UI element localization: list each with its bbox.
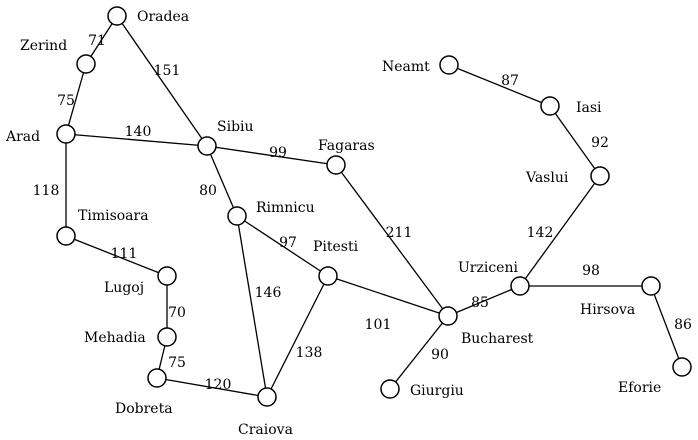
city-node-arad <box>56 124 76 144</box>
city-label-timisoara: Timisoara <box>78 208 149 224</box>
road-bucharest-giurgiu <box>389 315 449 390</box>
distance-label-fagaras-bucharest: 211 <box>386 225 413 241</box>
city-label-arad: Arad <box>5 129 40 145</box>
city-label-zerind: Zerind <box>20 38 67 54</box>
city-node-bucharest <box>438 306 458 326</box>
city-label-rimnicu: Rimnicu <box>256 200 315 216</box>
city-label-oradea: Oradea <box>137 9 189 25</box>
distance-label-bucharest-giurgiu: 90 <box>431 347 449 363</box>
distance-label-oradea-zerind: 71 <box>88 33 106 49</box>
city-node-urziceni <box>510 276 530 296</box>
distance-label-zerind-arad: 75 <box>57 93 75 109</box>
city-label-bucharest: Bucharest <box>461 331 534 347</box>
city-node-lugoj <box>157 266 177 286</box>
city-label-sibiu: Sibiu <box>217 119 254 135</box>
city-node-iasi <box>540 96 560 116</box>
city-node-rimnicu <box>227 206 247 226</box>
distance-label-hirsova-eforie: 86 <box>674 317 692 333</box>
city-label-pitesti: Pitesti <box>313 239 359 255</box>
city-node-eforie <box>672 357 692 377</box>
distance-label-urziceni-hirsova: 98 <box>582 263 600 279</box>
distance-label-pitesti-bucharest: 101 <box>365 317 392 333</box>
road-timisoara-lugoj <box>65 235 168 277</box>
road-rimnicu-craiova <box>236 215 268 398</box>
city-node-sibiu <box>197 136 217 156</box>
city-label-mehadia: Mehadia <box>84 330 146 346</box>
road-pitesti-bucharest <box>327 275 449 317</box>
road-sibiu-rimnicu <box>206 145 238 217</box>
road-dobreta-craiova <box>156 377 268 398</box>
city-node-fagaras <box>326 155 346 175</box>
distance-label-timisoara-lugoj: 111 <box>111 246 138 262</box>
city-node-vaslui <box>590 166 610 186</box>
road-bucharest-urziceni <box>447 285 521 317</box>
city-label-craiova: Craiova <box>238 422 293 438</box>
distance-label-urziceni-vaslui: 142 <box>527 225 554 241</box>
distance-label-sibiu-rimnicu: 80 <box>199 183 217 199</box>
city-label-lugoj: Lugoj <box>104 280 144 296</box>
distance-label-rimnicu-pitesti: 97 <box>279 235 297 251</box>
road-craiova-pitesti <box>266 275 329 398</box>
city-node-timisoara <box>56 226 76 246</box>
city-node-layer <box>56 6 692 407</box>
distance-label-oradea-sibiu: 151 <box>154 63 181 79</box>
distance-label-dobreta-craiova: 120 <box>205 377 232 393</box>
city-label-eforie: Eforie <box>618 380 661 396</box>
distance-label-layer: 71 151 75 140 118 111 70 75 120 99 80 97 146 138 101 21… <box>33 33 692 393</box>
city-node-hirsova <box>641 276 661 296</box>
distance-label-vaslui-iasi: 92 <box>591 135 609 151</box>
city-label-vaslui: Vaslui <box>525 170 569 186</box>
road-iasi-neamt <box>448 64 551 107</box>
road-oradea-sibiu <box>116 15 208 147</box>
distance-label-bucharest-urziceni: 85 <box>471 295 489 311</box>
distance-label-lugoj-mehadia: 70 <box>168 305 186 321</box>
road-vaslui-iasi <box>549 105 601 177</box>
city-label-urziceni: Urziceni <box>458 260 518 276</box>
city-label-hirsova: Hirsova <box>580 302 635 318</box>
distance-label-arad-sibiu: 140 <box>125 124 152 140</box>
road-hirsova-eforie <box>650 285 683 368</box>
road-arad-sibiu <box>65 133 208 147</box>
road-zerind-arad <box>65 63 87 135</box>
city-node-neamt <box>439 55 459 75</box>
distance-label-craiova-pitesti: 138 <box>296 345 323 361</box>
road-rimnicu-pitesti <box>236 215 329 277</box>
city-label-dobreta: Dobreta <box>115 401 173 417</box>
road-layer <box>65 15 683 398</box>
road-fagaras-bucharest <box>335 164 449 317</box>
city-label-iasi: Iasi <box>576 100 602 116</box>
city-node-dobreta <box>147 368 167 388</box>
city-node-craiova <box>257 387 277 407</box>
distance-label-arad-timisoara: 118 <box>33 183 60 199</box>
distance-label-mehadia-dobreta: 75 <box>168 355 186 371</box>
city-node-giurgiu <box>380 379 400 399</box>
city-label-neamt: Neamt <box>382 59 430 75</box>
city-node-oradea <box>107 6 127 26</box>
city-label-giurgiu: Giurgiu <box>410 383 464 399</box>
road-urziceni-vaslui <box>519 175 601 287</box>
city-node-mehadia <box>157 327 177 347</box>
city-node-pitesti <box>318 266 338 286</box>
road-sibiu-fagaras <box>206 145 337 166</box>
city-label-fagaras: Fagaras <box>318 138 375 154</box>
distance-label-iasi-neamt: 87 <box>501 73 519 89</box>
distance-label-sibiu-fagaras: 99 <box>269 145 287 161</box>
city-node-zerind <box>76 54 96 74</box>
distance-label-rimnicu-craiova: 146 <box>255 285 282 301</box>
